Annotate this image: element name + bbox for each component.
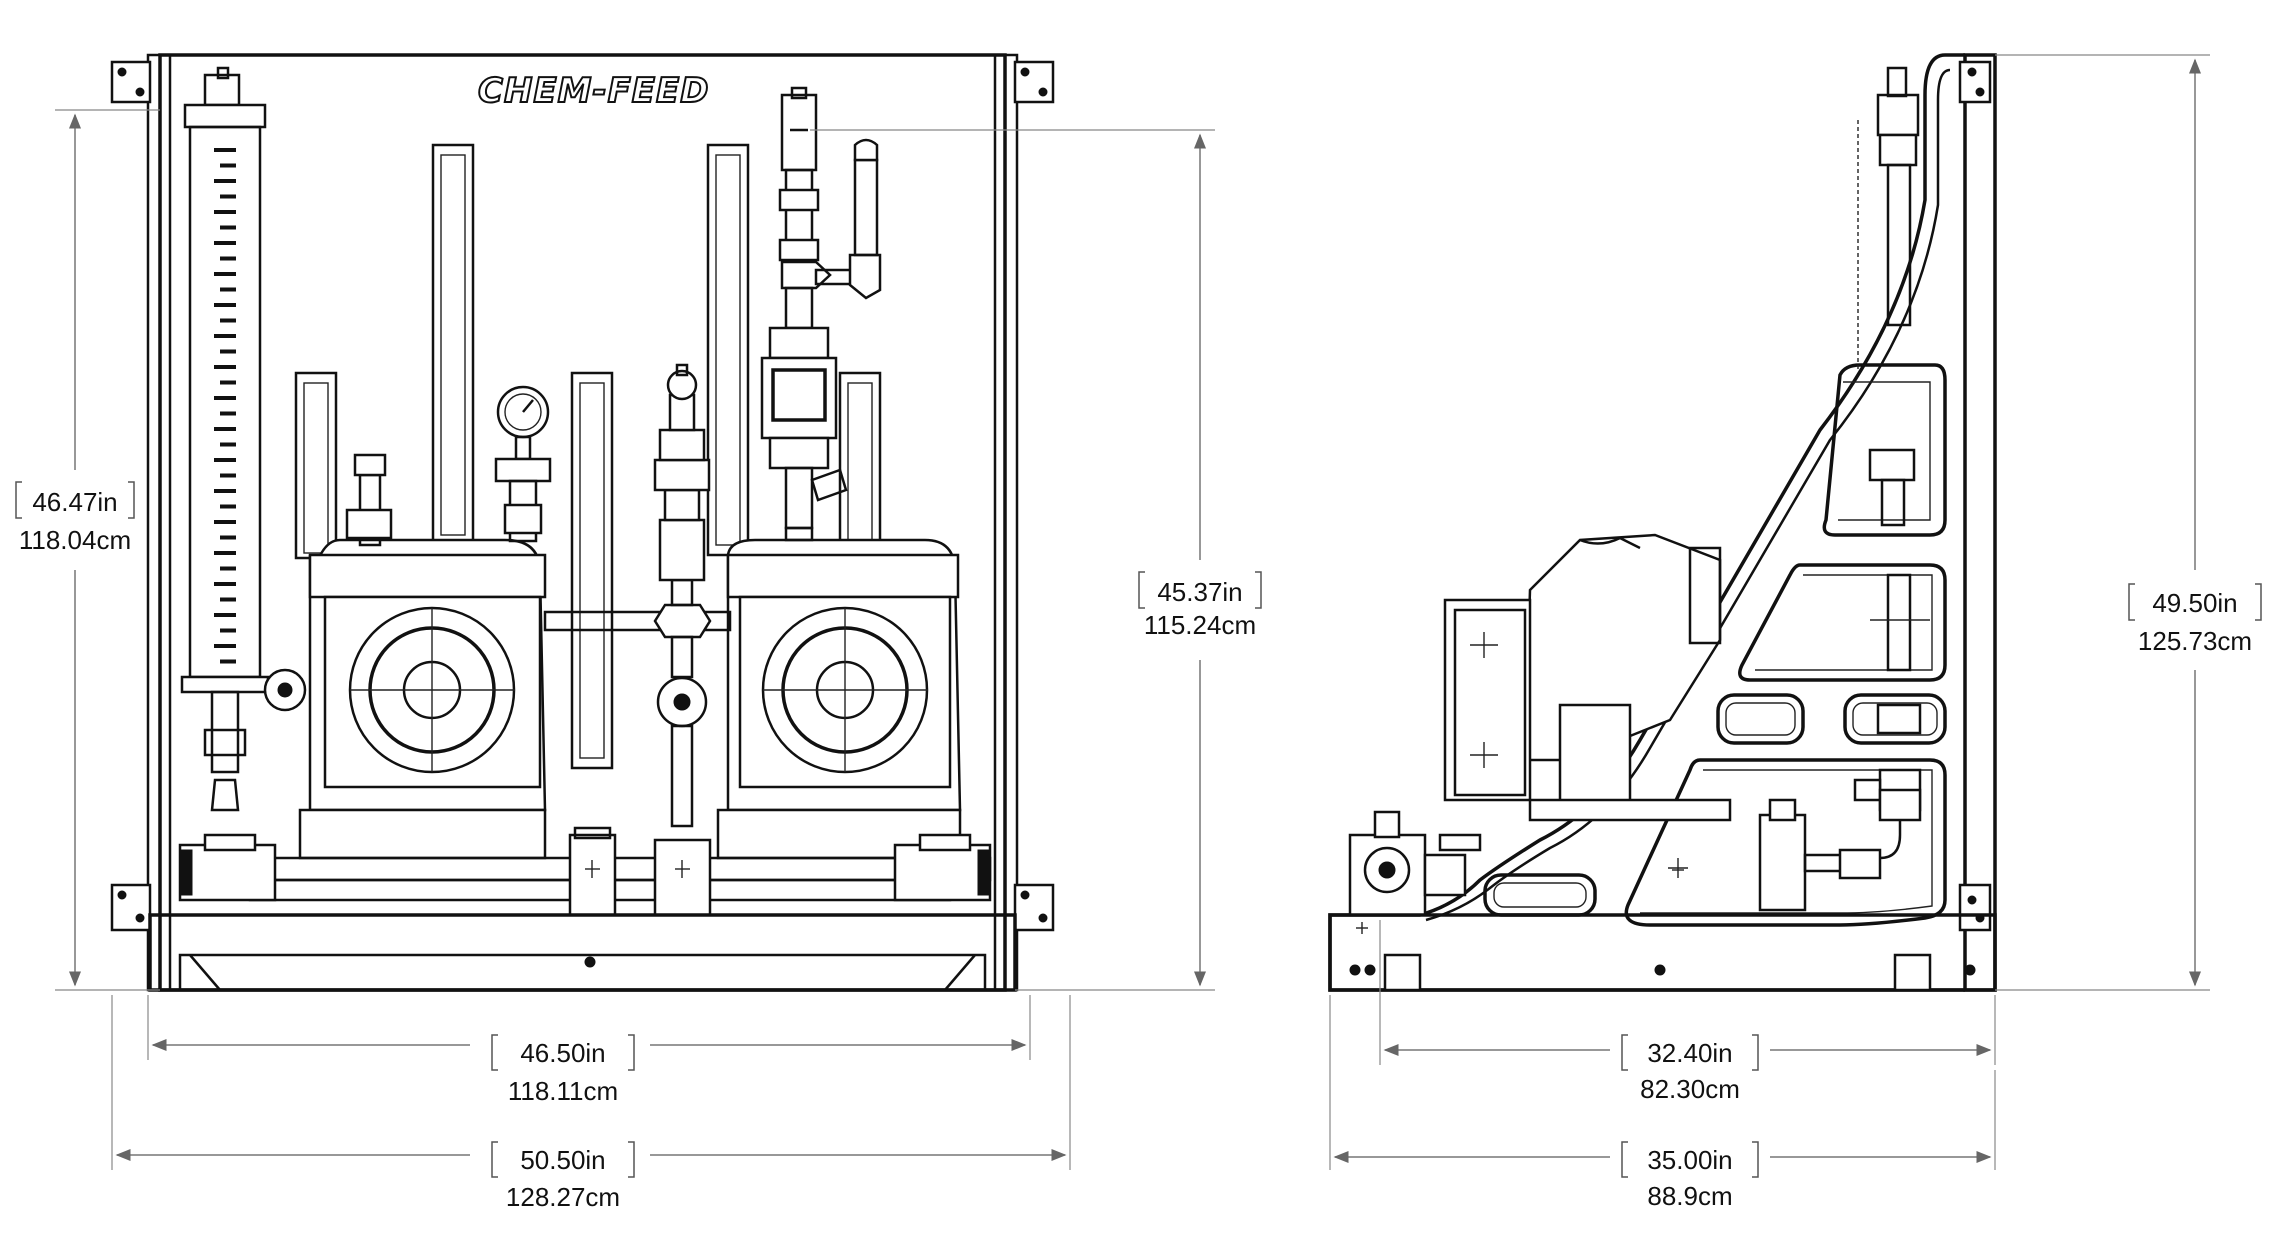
corner-bracket-bottom-left <box>110 883 152 932</box>
side-front-valves <box>1348 810 1482 934</box>
dimension-label-side-height: 49.50in 125.73cm <box>2128 583 2262 656</box>
dimension-lines <box>55 54 2210 1170</box>
corner-bracket-top-right <box>1013 60 1055 104</box>
inner-width-metric: 118.11cm <box>508 1076 618 1106</box>
side-overall-depth-metric: 88.9cm <box>1647 1181 1732 1211</box>
base-skid <box>148 913 1017 992</box>
side-base-skid <box>1328 913 1997 992</box>
side-inner-depth-metric: 82.30cm <box>1640 1074 1740 1104</box>
center-manifold <box>543 363 732 828</box>
dimension-label-inner-width: 46.50in 118.11cm <box>491 1034 635 1106</box>
left-height-imperial: 46.47in <box>32 487 117 517</box>
dimension-label-overall-width: 50.50in 128.27cm <box>491 1141 635 1212</box>
side-rear-post <box>1963 53 1997 992</box>
bottom-manifold <box>178 826 992 917</box>
side-inner-depth-imperial: 32.40in <box>1647 1038 1732 1068</box>
side-overall-depth-imperial: 35.00in <box>1647 1145 1732 1175</box>
side-base-brackets <box>1349 953 1976 992</box>
calibration-column <box>180 66 307 812</box>
corner-bracket-top-left <box>110 60 152 104</box>
side-pump <box>1443 533 1732 822</box>
pressure-gauge <box>494 385 552 543</box>
metering-pump-left <box>298 453 547 860</box>
dimension-label-frame-height: 45.37in 115.24cm <box>1138 571 1262 640</box>
overall-width-imperial: 50.50in <box>520 1145 605 1175</box>
front-view: CHEM-FEED <box>110 53 1055 992</box>
frame-height-metric: 115.24cm <box>1144 610 1256 640</box>
corner-bracket-bottom-right <box>1013 883 1055 932</box>
side-panel-cutouts <box>1483 363 1947 927</box>
side-height-imperial: 49.50in <box>2152 588 2237 618</box>
frame-height-imperial: 45.37in <box>1157 577 1242 607</box>
vertical-channels <box>294 143 882 770</box>
side-upper-column <box>1857 66 1930 822</box>
side-height-metric: 125.73cm <box>2138 626 2252 656</box>
metering-pump-right <box>716 538 962 860</box>
side-view <box>1328 53 1997 992</box>
dimension-label-left-height: 46.47in 118.04cm <box>15 481 135 555</box>
dimension-label-side-overall-depth: 35.00in 88.9cm <box>1621 1141 1759 1211</box>
left-height-metric: 118.04cm <box>19 525 131 555</box>
brand-logo: CHEM-FEED <box>478 71 709 111</box>
overall-width-metric: 128.27cm <box>506 1182 620 1212</box>
inner-width-imperial: 46.50in <box>520 1038 605 1068</box>
flow-meter-assembly <box>760 86 882 542</box>
dimension-label-side-inner-depth: 32.40in 82.30cm <box>1621 1034 1759 1104</box>
calibration-ticks <box>214 148 236 664</box>
